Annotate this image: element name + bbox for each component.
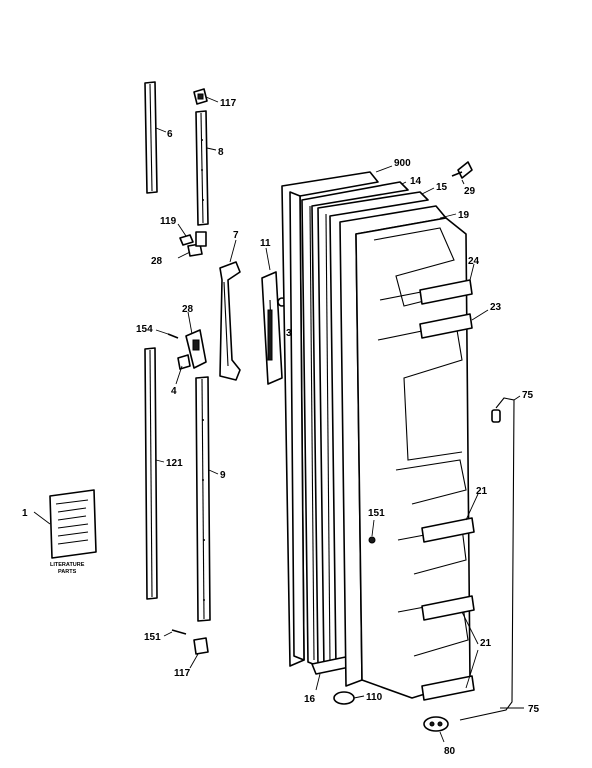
callout-21-mid: 21 [476,486,488,497]
literature-caption-line1: LITERATURE [50,562,85,568]
part-19-inner-liner [339,205,471,699]
callout-3: 3 [286,328,292,339]
callout-75-bottom: 75 [528,704,540,715]
part-11-hinge-plate [261,271,283,385]
part-6-upper-strip [144,81,158,194]
callout-119: 119 [160,216,177,227]
callout-117-bottom: 117 [174,668,191,679]
callout-15: 15 [436,182,448,193]
callout-21-bottom: 21 [480,638,492,649]
callout-117-top: 117 [220,98,237,109]
callout-121: 121 [166,458,183,469]
callout-29: 29 [464,186,476,197]
part-900-door-outer-panel [281,171,379,667]
callout-labels: 117 6 8 119 28 7 11 3 28 154 4 121 9 1 1… [22,98,540,757]
callout-154: 154 [136,324,153,335]
part-121-lower-strip [144,347,158,600]
callout-80: 80 [444,746,456,757]
callout-4: 4 [171,386,177,397]
part-4-bushing [177,354,191,370]
callout-75-top: 75 [522,390,534,401]
callout-11: 11 [260,238,271,249]
callout-151-right: 151 [368,508,385,519]
callout-151-left: 151 [144,632,161,643]
callout-900: 900 [394,158,411,169]
part-8-upper-bar [195,110,209,226]
callout-8: 8 [218,147,224,158]
callout-9: 9 [220,470,226,481]
callout-23: 23 [490,302,502,313]
part-24-shelf-bar [419,279,473,305]
part-21-shelf-bar-lower [421,675,475,701]
part-117-bottom-cap [193,637,209,655]
part-151-right-screw [368,536,376,544]
part-110-bumper [333,691,355,705]
leader-lines [33,96,524,743]
literature-caption-line2: PARTS [58,569,77,575]
part-21-shelf-bar-upper [421,517,475,543]
callout-1: 1 [22,508,28,519]
part-28-mid-hinge [185,329,207,369]
part-154-pin [167,333,179,339]
part-1-literature: LITERATURE PARTS [49,489,97,575]
part-9-lower-bar [195,376,211,622]
callout-24: 24 [468,256,480,267]
part-117-top-cap [193,88,208,105]
callout-6: 6 [167,129,173,140]
part-7-handle [219,261,241,381]
part-21-shelf-bar-middle [421,595,475,621]
part-14-gasket-frame [301,181,409,667]
part-23-shelf-bar [419,313,473,339]
callout-28-top: 28 [151,256,163,267]
callout-19: 19 [458,210,470,221]
part-29-clip [451,161,473,179]
callout-14: 14 [410,176,422,187]
part-80-roller [423,716,449,732]
callout-7: 7 [233,230,239,241]
callout-28-mid: 28 [182,304,194,315]
part-75-rod [459,397,515,721]
callout-16: 16 [304,694,316,705]
part-151-left-screw [171,629,187,635]
callout-110: 110 [366,692,383,703]
part-119-hinge-pin [179,234,194,246]
